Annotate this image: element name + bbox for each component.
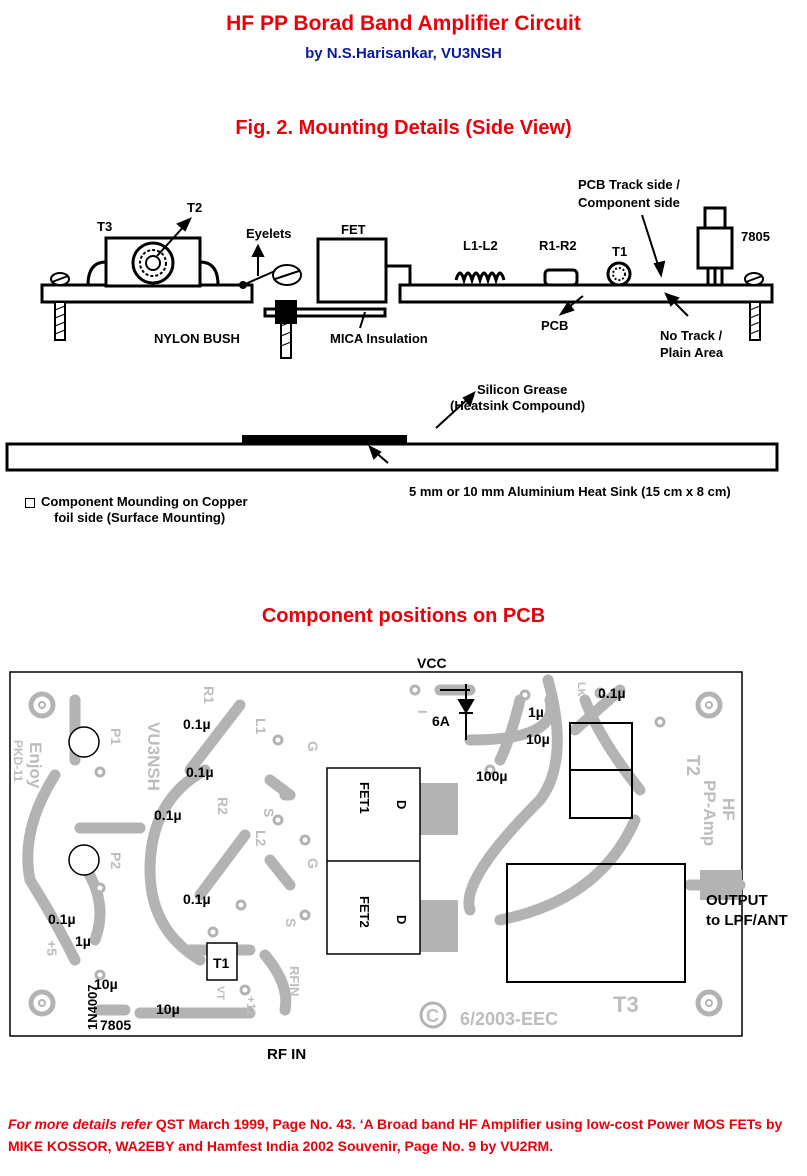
coil-l1-l2 [454,271,506,286]
silk-minus: I [415,710,430,714]
label-01u-mid: 0.1µ [154,807,182,823]
fet-body [316,237,388,304]
label-10u-bottom: 10µ [156,1001,180,1017]
pot-p2 [68,844,100,876]
note-line-2: foil side (Surface Mounting) [54,510,226,525]
label-01u-r1: 0.1µ [183,716,211,732]
label-d1: D [394,800,409,809]
footer-body: QST March 1999, Page No. 43. ‘A Broad ba… [8,1116,783,1154]
silk-vu3nsh: VU3NSH [144,722,163,791]
t2-footprint [569,722,633,819]
label-heatsink-compound: (Heatsink Compound) [450,398,586,413]
label-7805: 7805 [741,229,770,244]
label-output: OUTPUT [706,892,768,909]
label-d2: D [394,915,409,924]
label-r1-r2: R1-R2 [539,238,577,253]
author-line: by N.S.Harisankar, VU3NSH [305,45,502,62]
silk-hf: HF [719,798,738,821]
label-no-track: No Track / [660,328,723,343]
label-fet2: FET2 [357,896,372,928]
t2-toroid [131,241,175,285]
silk-l1: L1 [253,718,269,735]
nylon-bush [275,300,297,324]
label-vcc: VCC [417,655,447,671]
label-component-side: Component side [578,195,680,210]
footer-lead: For more details refer [8,1116,152,1132]
pcb-outline [9,671,743,1037]
silk-r2: R2 [215,797,231,815]
label-heatsink: 5 mm or 10 mm Aluminium Heat Sink (15 cm… [409,484,731,499]
silk-ppamp: PP-Amp [700,780,719,846]
silk-plus12: +12 [244,996,258,1017]
resistor-r1-r2 [543,268,579,287]
label-plain-area: Plain Area [660,345,724,360]
label-01u-t2: 0.1µ [598,685,626,701]
label-rf-in: RF IN [267,1046,306,1063]
label-10u-left: 10µ [94,976,118,992]
mica-insulation [263,307,387,318]
t1-footprint [206,942,238,981]
ic-7805-body [696,226,734,270]
silk-t3: T3 [613,992,639,1017]
side-view-diagram [5,206,779,472]
label-mica: MICA Insulation [330,331,428,346]
silk-g1: G [305,741,321,752]
t3-transformer-body [104,236,202,288]
silk-pkd: PKD-11 [11,740,25,782]
silk-enjoy: Enjoy [26,742,45,789]
t1-toroid [606,261,632,287]
silk-t2: T2 [683,755,703,776]
silk-r1: R1 [201,686,217,704]
label-1u-top: 1µ [528,704,544,720]
pcb-board-left [40,283,254,304]
silk-s1: S [261,808,277,817]
silk-lk: LK [575,682,587,697]
silk-rfin: RFIN [287,966,302,996]
label-pcb: PCB [541,318,569,333]
label-eyelets: Eyelets [246,226,292,241]
label-100u: 100µ [476,768,507,784]
label-1u-left: 1µ [75,933,91,949]
svg-text:C: C [426,1006,439,1026]
pcb-tracks [22,674,746,1019]
figure-title: Fig. 2. Mounting Details (Side View) [235,117,572,139]
label-pcb-track: PCB Track side / [578,177,680,192]
label-t2: T2 [187,200,203,215]
label-1n4007: 1N4007 [85,984,100,1030]
footer-reference: For more details refer QST March 1999, P… [8,1113,803,1157]
label-01u-r2: 0.1µ [186,764,214,780]
silicon-grease [242,435,407,444]
label-t1: T1 [612,244,628,259]
pcb-section-title: Component positions on PCB [261,605,546,627]
label-nylon-bush: NYLON BUSH [154,331,240,346]
label-01u-l2: 0.1µ [183,891,211,907]
silk-l2: L2 [253,830,269,847]
label-output-dest: to LPF/ANT [706,912,788,929]
t3-footprint [506,863,686,983]
label-grease: Silicon Grease [477,382,568,397]
silk-copyright: 6/2003-EEC [460,1009,558,1029]
page-title: HF PP Borad Band Amplifier Circuit [226,12,581,35]
label-7805-pcb: 7805 [100,1017,131,1033]
label-10u-top: 10µ [526,731,550,747]
fet-footprint [326,767,421,955]
aluminium-heat-sink [5,442,779,472]
label-t3: T3 [97,219,113,234]
note-checkbox-icon [25,498,35,508]
silk-p2: P2 [108,852,124,869]
pot-p1 [68,726,100,758]
silk-plus5: +5 [44,940,60,956]
label-fet: FET [341,222,366,237]
silk-p1: P1 [108,728,124,745]
label-l1-l2: L1-L2 [463,238,498,253]
label-t1-pcb: T1 [213,955,230,971]
label-01u-left: 0.1µ [48,911,76,927]
silk-vt: VT [214,986,226,1000]
note-line-1: Component Mounding on Copper [41,494,248,509]
silk-g2: G [305,858,321,869]
pcb-board-right [398,283,774,304]
silk-s2: S [283,918,299,927]
label-6a: 6A [432,713,450,729]
label-fet1: FET1 [357,782,372,814]
